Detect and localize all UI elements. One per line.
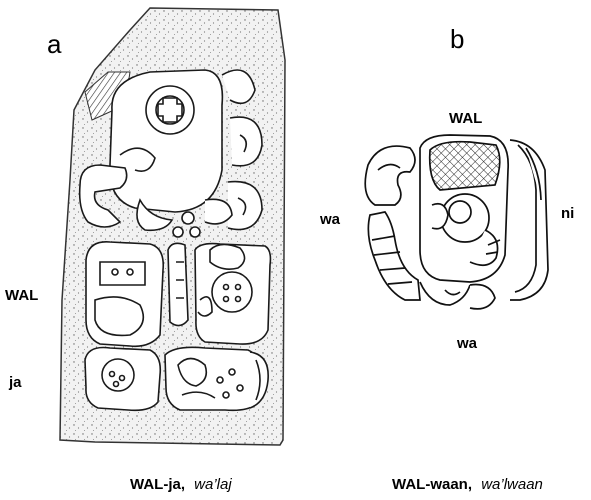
panel-a-label-wal: WAL (5, 287, 38, 304)
panel-a-label-ja: ja (8, 374, 22, 391)
panel-a-letter: a (47, 29, 62, 59)
panel-a-caption-bold: WAL-ja, (130, 476, 185, 493)
panel-a-glyph-wal (78, 69, 263, 238)
panel-b-caption-bold: WAL-waan, (392, 476, 472, 493)
panel-b-letter: b (450, 24, 464, 54)
panel-b-caption: WAL-waan, wa’lwaan (392, 476, 543, 493)
panel-b-label-top: WAL (449, 110, 482, 127)
panel-a-glyph-lower (84, 241, 272, 412)
panel-a-caption: WAL-ja, wa’laj (130, 476, 232, 493)
panel-b-label-right: ni (561, 205, 574, 222)
panel-b-label-bottom: wa (456, 335, 478, 352)
panel-a-caption-italic: wa’laj (194, 476, 232, 493)
panel-b-label-left: wa (319, 211, 341, 228)
panel-b-glyph (364, 134, 549, 310)
panel-b-caption-italic: wa’lwaan (481, 476, 543, 493)
